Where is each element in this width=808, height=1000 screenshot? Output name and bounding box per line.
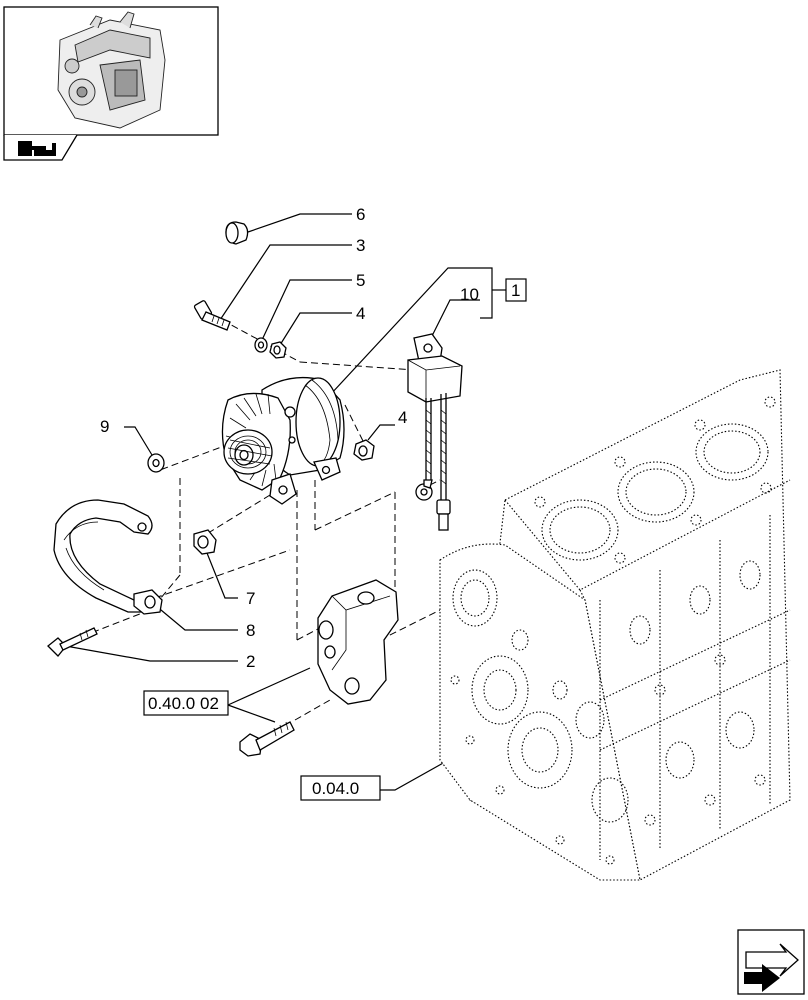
callout-10: 10	[460, 285, 479, 304]
engine-thumbnail-icon	[57, 11, 166, 129]
callout-1-box[interactable]: 1	[505, 278, 527, 302]
part-4-nut-right[interactable]	[353, 439, 375, 461]
reference-label-0-40-0-02: 0.40.0 02	[148, 694, 219, 713]
part-9-washer[interactable]	[147, 453, 165, 473]
next-page-arrow-icon	[744, 943, 799, 992]
part-3-bolt[interactable]	[193, 300, 231, 331]
callout-6: 6	[356, 205, 365, 224]
reference-label-0-04-0: 0.04.0	[312, 779, 359, 798]
callout-1: 1	[511, 281, 520, 300]
callout-3: 3	[356, 236, 365, 255]
part-2-long-bolt[interactable]	[47, 627, 98, 657]
callout-labels: 6 3 5 4 10 4 9 7 8 2	[100, 205, 479, 671]
part-8-adjusting-strap[interactable]	[53, 499, 163, 615]
part-6-cap[interactable]	[225, 221, 249, 245]
callout-5: 5	[356, 271, 365, 290]
reference-0-40-0-02[interactable]: 0.40.0 02	[143, 690, 229, 716]
part-5-washer[interactable]	[254, 337, 268, 353]
callout-7: 7	[246, 589, 255, 608]
book-arrow-button[interactable]	[3, 134, 78, 161]
next-page-button[interactable]	[737, 929, 805, 995]
callout-4-right: 4	[398, 408, 407, 427]
engine-thumbnail[interactable]	[3, 6, 219, 136]
part-7-spacer[interactable]	[193, 529, 217, 555]
alternator-bracket[interactable]	[317, 579, 399, 705]
callout-9: 9	[100, 417, 109, 436]
part-10-regulator[interactable]	[407, 333, 463, 531]
engine-block[interactable]	[439, 369, 791, 881]
callout-8: 8	[246, 621, 255, 640]
bracket-bolt[interactable]	[239, 721, 295, 757]
callout-2: 2	[246, 652, 255, 671]
leader-lines	[59, 213, 506, 791]
part-4-nut-top[interactable]	[269, 341, 287, 359]
callout-4-top: 4	[356, 304, 365, 323]
alternator-assembly[interactable]	[221, 376, 345, 505]
book-arrow-icon	[18, 141, 56, 156]
reference-0-04-0[interactable]: 0.04.0	[300, 775, 381, 801]
